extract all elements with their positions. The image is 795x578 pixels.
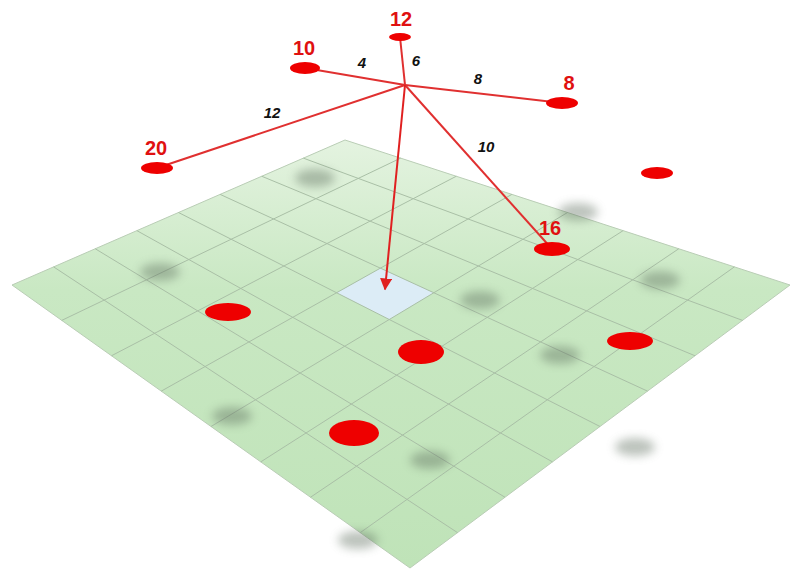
ground-plane [12,140,790,568]
sample-value: 10 [293,38,315,58]
sample-point [534,242,570,256]
distance-line [405,85,552,249]
dot-shadow [338,531,378,549]
distance-label: 6 [412,53,420,68]
sample-point [329,420,379,446]
dot-shadow [558,203,598,221]
distance-label: 4 [358,55,366,70]
grid-line [54,267,458,533]
distance-line [157,85,405,168]
dot-shadow [410,451,450,469]
dot-shadow [640,271,680,289]
sample-point [290,62,320,74]
sample-point [141,162,173,174]
dot-shadow [540,346,580,364]
grid-line [311,249,679,498]
grid-line [360,267,734,533]
sample-value: 12 [390,9,412,29]
distance-line [400,37,405,85]
sample-point [398,340,444,364]
dot-shadow [615,438,655,456]
sample-point [546,97,578,109]
distance-label: 8 [474,71,482,86]
grid-line [137,231,553,462]
sample-point [641,167,673,179]
sample-value: 20 [145,138,167,158]
sample-point [607,332,653,350]
distance-line [305,68,405,85]
distance-label: 10 [478,139,495,154]
dot-shadow [212,407,252,425]
dot-shadow [140,263,180,281]
sample-value: 16 [539,218,561,238]
target-cell [337,268,434,319]
distance-line [405,85,562,103]
dot-shadow [295,169,335,187]
sample-value: 8 [563,73,574,93]
grid-line [261,231,623,462]
interpolation-arrow [385,85,405,289]
sample-point [389,33,411,41]
grid-line [95,249,505,498]
sample-point [205,303,251,321]
dot-shadow [460,291,500,309]
distance-label: 12 [264,105,281,120]
